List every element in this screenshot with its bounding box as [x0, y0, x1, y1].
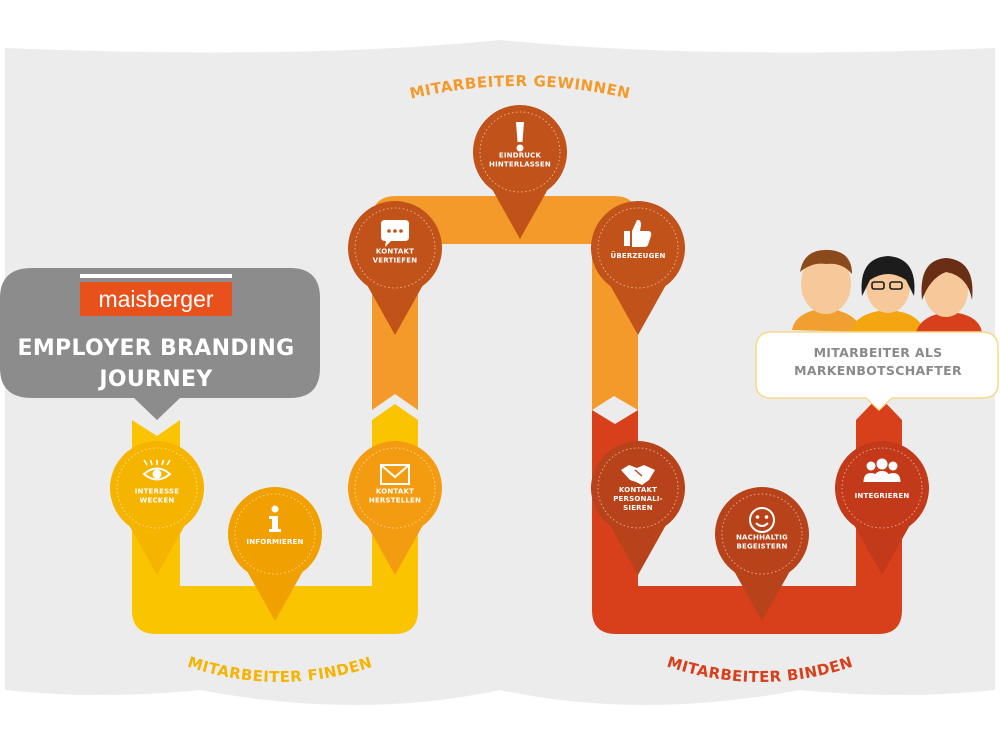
- thumbs-up-icon: [624, 219, 652, 247]
- handshake-icon: [621, 465, 655, 485]
- ambassador-line-1: MITARBEITER ALS: [814, 345, 943, 360]
- step-label: INTEGRIEREN: [855, 492, 910, 500]
- step-label: KONTAKT: [619, 486, 657, 494]
- step-label: HERSTELLEN: [369, 497, 421, 505]
- step-label: INTERESSE: [135, 488, 180, 496]
- title-bubble: maisberger EMPLOYER BRANDING JOURNEY: [0, 268, 320, 420]
- step-pin: INFORMIEREN: [228, 487, 322, 621]
- envelope-icon: [380, 464, 410, 485]
- journey-steps: INTERESSEWECKENINFORMIERENKONTAKTHERSTEL…: [110, 105, 929, 621]
- step-label: ÜBERZEUGEN: [610, 251, 665, 260]
- step-pin: INTEGRIEREN: [834, 441, 929, 575]
- eye-icon: [142, 459, 172, 481]
- step-label: INFORMIEREN: [246, 538, 303, 546]
- step-label: WECKEN: [140, 497, 175, 505]
- exclamation-icon: [516, 122, 524, 152]
- step-label: VERTIEFEN: [373, 257, 418, 265]
- speech-bubble-icon: [381, 220, 409, 247]
- ambassador-line-2: MARKENBOTSCHAFTER: [794, 363, 962, 378]
- group-icon: [863, 458, 901, 482]
- step-label: PERSONALI-: [613, 495, 663, 503]
- step-label: KONTAKT: [376, 488, 414, 496]
- step-pin: ÜBERZEUGEN: [590, 201, 685, 335]
- step-label: KONTAKT: [376, 248, 414, 256]
- title-line-1: EMPLOYER BRANDING: [18, 336, 295, 361]
- step-label: NACHHALTIG: [736, 534, 788, 542]
- smiley-icon: [749, 507, 775, 533]
- title-line-2: JOURNEY: [97, 367, 213, 392]
- step-label: HINTERLASSEN: [489, 161, 551, 169]
- brand-logo: maisberger: [98, 286, 213, 312]
- info-icon: [269, 505, 281, 532]
- step-label: SIEREN: [623, 504, 653, 512]
- ambassadors-illustration: [792, 249, 982, 332]
- step-label: EINDRUCK: [499, 152, 542, 160]
- ambassador-box: MITARBEITER ALS MARKENBOTSCHAFTER: [755, 331, 999, 412]
- brand-logo-box: [80, 282, 232, 316]
- step-label: BEGEISTERN: [736, 543, 787, 551]
